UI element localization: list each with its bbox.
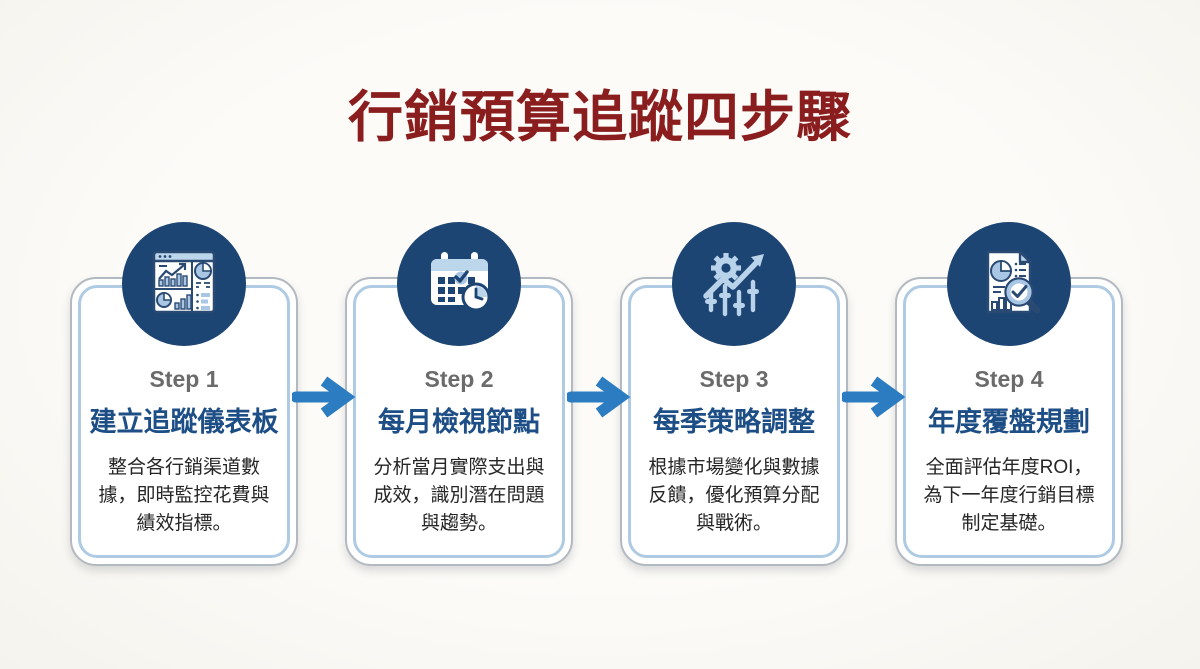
arrow-right-icon-3 [842,375,906,419]
step-4-label: Step 4 [974,366,1044,392]
step-1-icon-badge [122,222,246,346]
arrow-right-icon-1 [292,375,356,419]
step-3-icon-badge [672,222,796,346]
arrow-right-icon-2 [567,375,631,419]
gear-trend-sliders-icon [696,244,772,325]
step-1-description: 整合各行銷渠道數據，即時監控花費與績效指標。 [98,457,270,534]
step-card-3: Step 3 每季策略調整 根據市場變化與數據反饋，優化預算分配與戰術。 [620,222,848,582]
step-card-1: Step 1 建立追蹤儀表板 整合各行銷渠道數據，即時監控花費與績效指標。 [70,222,298,582]
step-2-description: 分析當月實際支出與成效，識別潛在問題與趨勢。 [373,457,545,534]
dashboard-charts-icon [146,244,222,325]
page-title: 行銷預算追蹤四步驟 [347,86,852,148]
calendar-clock-icon [421,244,497,325]
report-magnifier-icon [971,244,1047,325]
step-1-title: 建立追蹤儀表板 [89,407,279,437]
step-card-2: Step 2 每月檢視節點 分析當月實際支出與成效，識別潛在問題與趨勢。 [345,222,573,582]
step-4-description: 全面評估年度ROI，為下一年度行銷目標制定基礎。 [923,457,1095,534]
step-3-label: Step 3 [699,366,769,392]
step-card-4: Step 4 年度覆盤規劃 全面評估年度ROI，為下一年度行銷目標制定基礎。 [895,222,1123,582]
steps-row: Step 1 建立追蹤儀表板 整合各行銷渠道數據，即時監控花費與績效指標。 [70,222,1130,582]
step-3-description: 根據市場變化與數據反饋，優化預算分配與戰術。 [648,457,820,534]
step-1-label: Step 1 [149,366,219,392]
step-2-label: Step 2 [424,366,494,392]
step-2-icon-badge [397,222,521,346]
step-4-icon-badge [947,222,1071,346]
step-2-title: 每月檢視節點 [378,407,540,437]
step-4-title: 年度覆盤規劃 [928,407,1090,437]
step-3-title: 每季策略調整 [653,407,815,437]
